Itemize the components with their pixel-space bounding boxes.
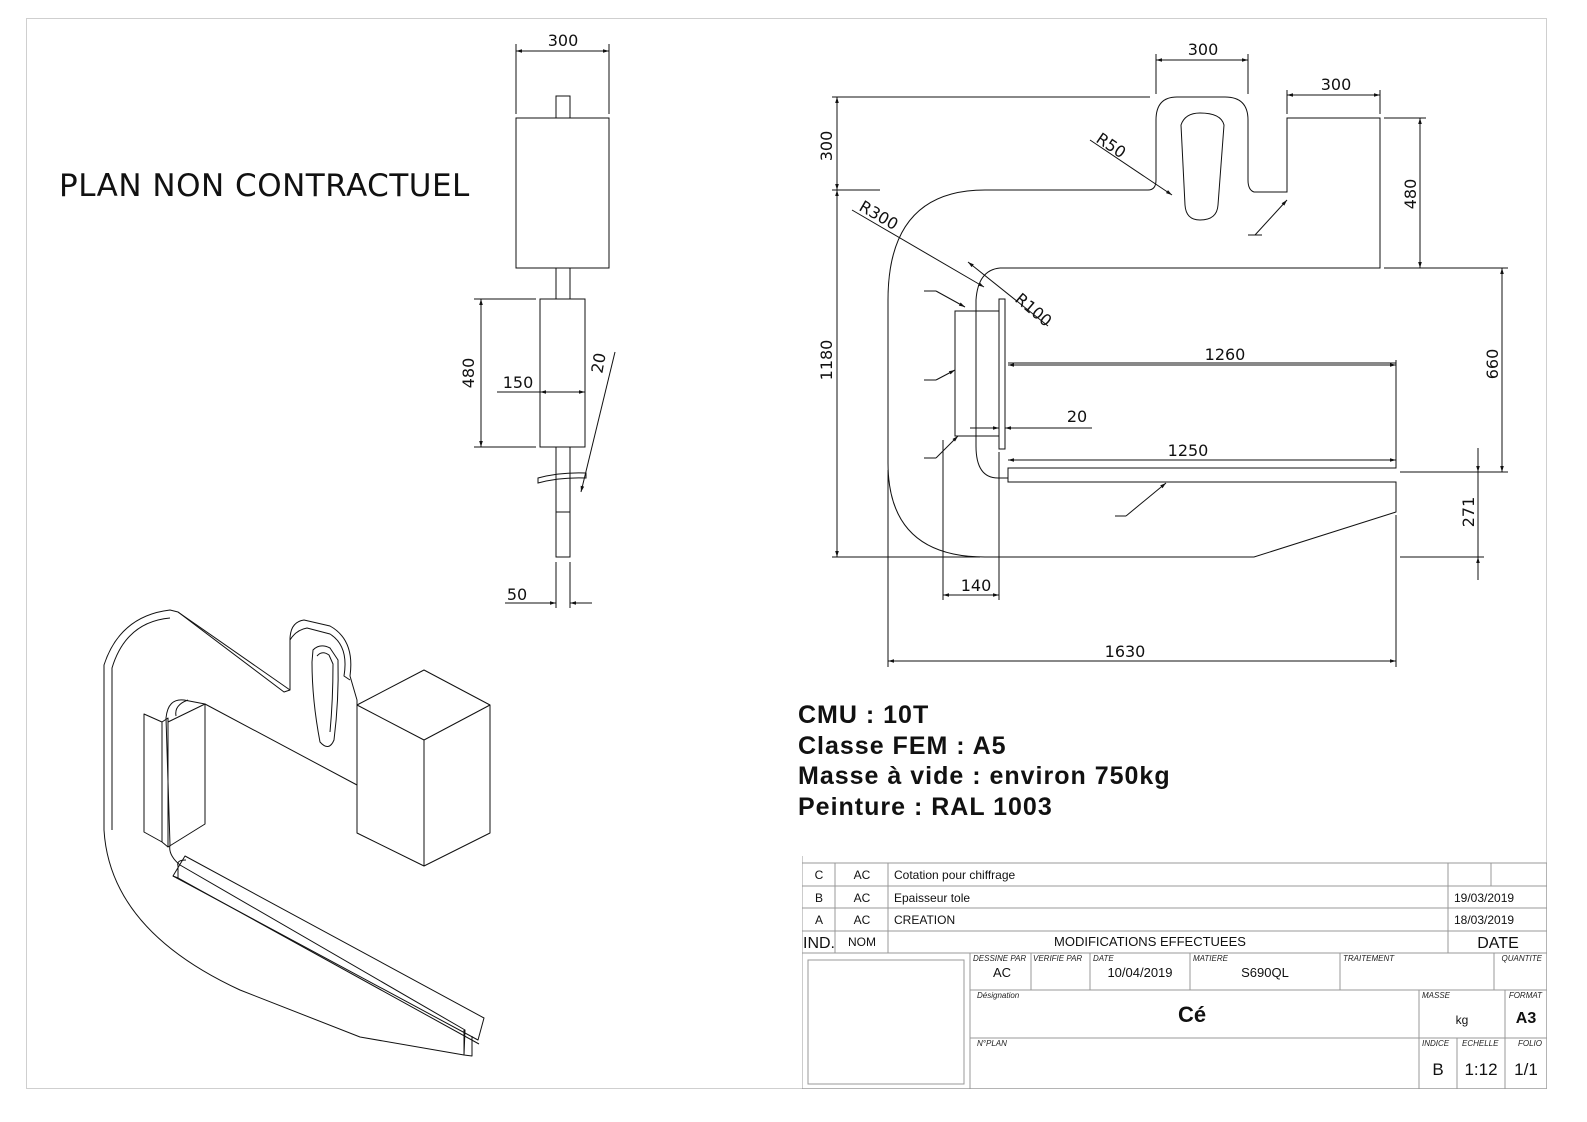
spec-peinture: Peinture : RAL 1003 xyxy=(798,792,1053,821)
rev-a-nom: AC xyxy=(854,913,871,927)
front-dim-1180: 1180 xyxy=(817,340,836,381)
front-dim-r100: R100 xyxy=(1011,289,1055,330)
rev-b-date: 19/03/2019 xyxy=(1454,891,1514,905)
label-dessine-par: DESSINE PAR xyxy=(973,954,1026,963)
label-designation: Désignation xyxy=(977,991,1020,1000)
label-indice: INDICE xyxy=(1422,1039,1450,1048)
front-dim-1630: 1630 xyxy=(1105,642,1146,661)
front-dim-1260: 1260 xyxy=(1205,345,1246,364)
front-dim-271: 271 xyxy=(1459,497,1478,528)
front-dim-left-300: 300 xyxy=(817,131,836,162)
side-dim-20: 20 xyxy=(587,351,609,374)
front-dim-480: 480 xyxy=(1401,179,1420,210)
rev-c-modif: Cotation pour chiffrage xyxy=(894,868,1016,882)
disclaimer-text: PLAN NON CONTRACTUEL xyxy=(59,168,470,204)
rev-b-ind: B xyxy=(815,891,823,905)
front-dim-20: 20 xyxy=(1067,407,1087,426)
rev-b-modif: Epaisseur tole xyxy=(894,891,970,905)
label-traitement: TRAITEMENT xyxy=(1343,954,1395,963)
isometric-view xyxy=(103,609,491,1057)
front-dim-660: 660 xyxy=(1483,349,1502,380)
front-dim-140: 140 xyxy=(961,576,992,595)
header-ind: IND. xyxy=(803,935,835,952)
header-nom: NOM xyxy=(848,935,876,949)
spec-classe-fem: Classe FEM : A5 xyxy=(798,731,1007,760)
side-dim-150: 150 xyxy=(503,373,534,392)
value-dessine-par: AC xyxy=(993,965,1011,980)
side-dim-300: 300 xyxy=(548,31,579,50)
label-date: DATE xyxy=(1093,954,1114,963)
value-date: 10/04/2019 xyxy=(1107,965,1172,980)
front-view xyxy=(832,54,1508,667)
sheet-border xyxy=(26,18,1547,1089)
side-dim-480: 480 xyxy=(459,358,478,389)
value-indice: B xyxy=(1432,1060,1443,1079)
label-echelle: ECHELLE xyxy=(1462,1039,1499,1048)
front-dim-slot-300: 300 xyxy=(1188,40,1219,59)
spec-masse: Masse à vide : environ 750kg xyxy=(798,762,1171,790)
rev-a-ind: A xyxy=(815,913,823,927)
front-dim-r50: R50 xyxy=(1093,129,1130,162)
front-dim-block-300: 300 xyxy=(1321,75,1352,94)
header-modifications: MODIFICATIONS EFFECTUEES xyxy=(1054,934,1246,949)
rev-a-date: 18/03/2019 xyxy=(1454,913,1514,927)
rev-a-modif: CREATION xyxy=(894,913,955,927)
label-quantite: QUANTITE xyxy=(1502,954,1543,963)
specifications: CMU : 10T Classe FEM : A5 Masse à vide :… xyxy=(798,700,1171,822)
label-folio: FOLIO xyxy=(1518,1039,1542,1048)
front-dim-r300: R300 xyxy=(856,197,902,234)
spec-cmu: CMU : 10T xyxy=(798,701,930,729)
label-verifie-par: VERIFIE PAR xyxy=(1033,954,1082,963)
value-echelle: 1:12 xyxy=(1464,1060,1497,1079)
header-date: DATE xyxy=(1477,935,1518,952)
label-masse: MASSE xyxy=(1422,991,1451,1000)
value-folio: 1/1 xyxy=(1514,1060,1538,1079)
label-matiere: MATIERE xyxy=(1193,954,1229,963)
rev-c-ind: C xyxy=(815,868,824,882)
value-matiere: S690QL xyxy=(1241,965,1289,980)
value-format: A3 xyxy=(1516,1010,1537,1027)
rev-c-nom: AC xyxy=(854,868,871,882)
side-dim-50: 50 xyxy=(507,585,527,604)
front-dim-1250: 1250 xyxy=(1168,441,1209,460)
label-format: FORMAT xyxy=(1509,991,1543,1000)
label-nplan: N°PLAN xyxy=(977,1039,1007,1048)
rev-b-nom: AC xyxy=(854,891,871,905)
title-block: C AC Cotation pour chiffrage B AC Epaiss… xyxy=(802,856,1547,1089)
side-view xyxy=(474,44,616,608)
value-designation: Cé xyxy=(1178,1002,1206,1027)
value-masse-unit: kg xyxy=(1456,1013,1469,1027)
